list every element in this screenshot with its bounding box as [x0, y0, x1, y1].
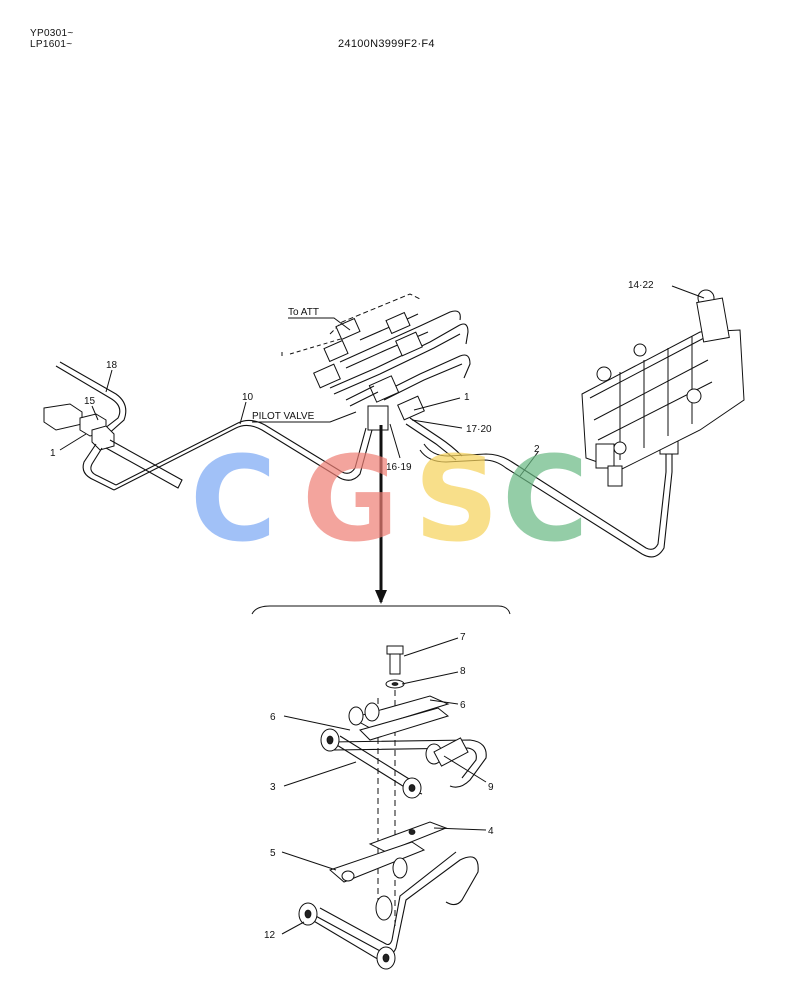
label-part-3: 3	[270, 782, 276, 793]
label-part-5: 5	[270, 848, 276, 859]
label-part-10: 10	[242, 392, 254, 403]
pipe-10	[113, 419, 373, 491]
label-part-14-22: 14·22	[628, 280, 654, 291]
pilot-valve-block	[281, 293, 471, 461]
exploded-clamp-assembly	[298, 645, 487, 970]
label-part-1-right: 1	[464, 392, 470, 403]
label-part-2: 2	[534, 444, 540, 455]
label-pilot-valve: PILOT VALVE	[252, 411, 315, 422]
watermark-letter-c1: C	[190, 430, 277, 568]
label-part-15: 15	[84, 396, 96, 407]
label-part-1-left: 1	[50, 448, 56, 459]
watermark-logo: C G S C	[190, 430, 589, 568]
label-part-9: 9	[488, 782, 494, 793]
label-part-6-right: 6	[460, 700, 466, 711]
left-fitting-assembly	[43, 361, 183, 491]
watermark-letter-g: G	[302, 430, 399, 568]
leader-lines	[59, 285, 705, 935]
detail-pointer	[251, 425, 511, 615]
watermark-letter-c2: C	[502, 430, 589, 568]
label-part-17-20: 17·20	[466, 424, 492, 435]
label-part-16-19: 16·19	[386, 462, 412, 473]
label-part-7: 7	[460, 632, 466, 643]
watermark-letter-s: S	[414, 430, 499, 568]
label-part-18: 18	[106, 360, 118, 371]
serial-range-2: LP1601~	[30, 39, 73, 50]
label-part-6-left: 6	[270, 712, 276, 723]
drawing-number: 24100N3999F2·F4	[338, 38, 435, 50]
label-to-att: To ATT	[288, 307, 319, 318]
control-valve	[581, 289, 745, 487]
label-part-8: 8	[460, 666, 466, 677]
label-part-12: 12	[264, 930, 276, 941]
serial-range-1: YP0301~	[30, 28, 74, 39]
label-part-4: 4	[488, 826, 494, 837]
